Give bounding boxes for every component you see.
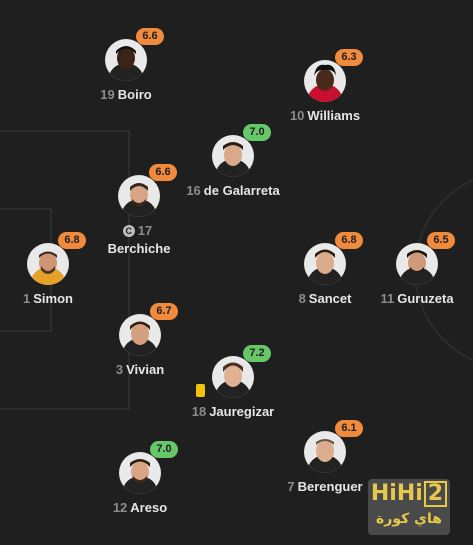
rating-badge: 6.8: [335, 232, 363, 249]
penalty-box-line: [0, 130, 130, 410]
player-name: Berchiche: [107, 241, 171, 256]
rating-badge: 6.7: [150, 303, 178, 320]
rating-badge: 6.6: [136, 28, 164, 45]
player-photo: [118, 175, 160, 217]
player-photo: [212, 135, 254, 177]
player-name: Vivian: [126, 362, 165, 377]
rating-badge: 6.1: [335, 420, 363, 437]
player-photo: [119, 452, 161, 494]
shirt-number: 1: [23, 291, 31, 306]
player-name: Williams: [307, 108, 361, 123]
shirt-number: 7: [287, 479, 295, 494]
player-name: Guruzeta: [397, 291, 454, 306]
shirt-number: 19: [100, 87, 115, 102]
rating-badge: 6.5: [427, 232, 455, 249]
shirt-number: 3: [115, 362, 124, 377]
rating-badge: 6.8: [58, 232, 86, 249]
rating-badge: 7.2: [243, 345, 271, 362]
player-name: Simon: [33, 291, 73, 306]
rating-badge: 6.3: [335, 49, 363, 66]
shirt-number: 8: [298, 291, 306, 306]
rating-badge: 7.0: [243, 124, 271, 141]
watermark-arabic-text: هاي كورة: [376, 511, 442, 527]
yellow-card-icon: [196, 384, 205, 397]
player-photo: [304, 60, 346, 102]
shirt-number: 16: [186, 183, 201, 198]
player-photo: [119, 314, 161, 356]
player-photo: [105, 39, 147, 81]
shirt-number: 10: [289, 108, 305, 123]
shirt-number: 11: [380, 291, 395, 306]
rating-badge: 7.0: [150, 441, 178, 458]
watermark-digit: 2: [423, 481, 448, 507]
player-name: de Galarreta: [203, 183, 280, 198]
player-photo: [304, 243, 346, 285]
player-name: Jauregizar: [209, 404, 275, 419]
watermark-main-text: HiHi: [370, 481, 423, 506]
player-name: Sancet: [308, 291, 352, 306]
player-photo: [304, 431, 346, 473]
rating-badge: 6.6: [149, 164, 177, 181]
shirt-number: 17: [137, 223, 153, 238]
player-name: Boiro: [117, 87, 152, 102]
shirt-number: 12: [112, 500, 128, 515]
captain-icon: C: [122, 225, 135, 237]
player-photo: [212, 356, 254, 398]
player-name: Berenguer: [297, 479, 363, 494]
player-name: Areso: [130, 500, 168, 515]
shirt-number: 18: [191, 404, 207, 419]
player-photo: [396, 243, 438, 285]
player-photo: [27, 243, 69, 285]
